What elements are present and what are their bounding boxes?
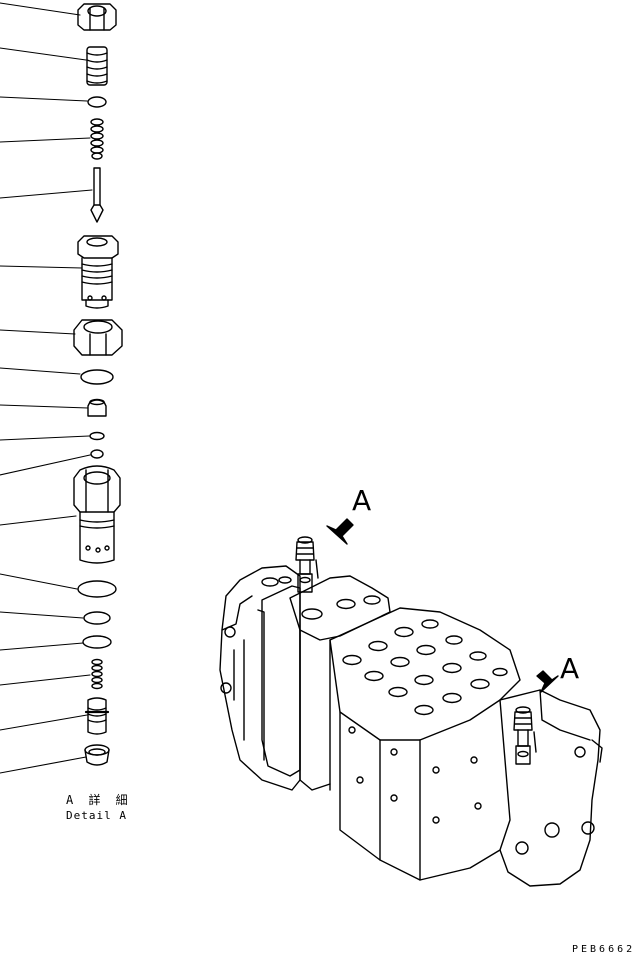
leader-lines xyxy=(0,2,93,774)
part-nut xyxy=(77,3,117,31)
part-lock-nut xyxy=(73,319,123,356)
part-o-ring-large xyxy=(77,580,117,598)
part-plug xyxy=(77,235,119,309)
relief-valve-right xyxy=(513,706,537,765)
part-shim xyxy=(87,96,107,108)
part-o-ring-2 xyxy=(82,635,112,649)
part-spring xyxy=(86,46,108,86)
view-arrow-2 xyxy=(536,670,559,693)
drawing-id: PEB6662 xyxy=(572,944,636,955)
part-backup-ring xyxy=(83,611,111,625)
part-o-ring xyxy=(80,369,114,385)
part-ball xyxy=(90,449,104,459)
detail-caption-ja: A 詳 細 xyxy=(66,793,132,807)
part-valve xyxy=(84,697,110,735)
side-holes xyxy=(348,726,482,824)
part-seat xyxy=(84,744,110,766)
relief-valve-left xyxy=(295,536,319,593)
part-spring-small xyxy=(90,118,104,160)
part-spring-2 xyxy=(91,658,103,690)
view-marker-a-2: A xyxy=(560,652,580,685)
view-arrow-1 xyxy=(326,518,354,545)
part-poppet-needle xyxy=(90,167,104,223)
port-holes xyxy=(342,619,508,716)
part-valve-body xyxy=(73,465,121,564)
control-valve-assembly xyxy=(219,536,603,887)
part-ring-small xyxy=(89,431,105,441)
view-marker-a-1: A xyxy=(352,484,372,517)
detail-caption-en: Detail A xyxy=(66,809,127,822)
part-piston xyxy=(87,398,107,417)
